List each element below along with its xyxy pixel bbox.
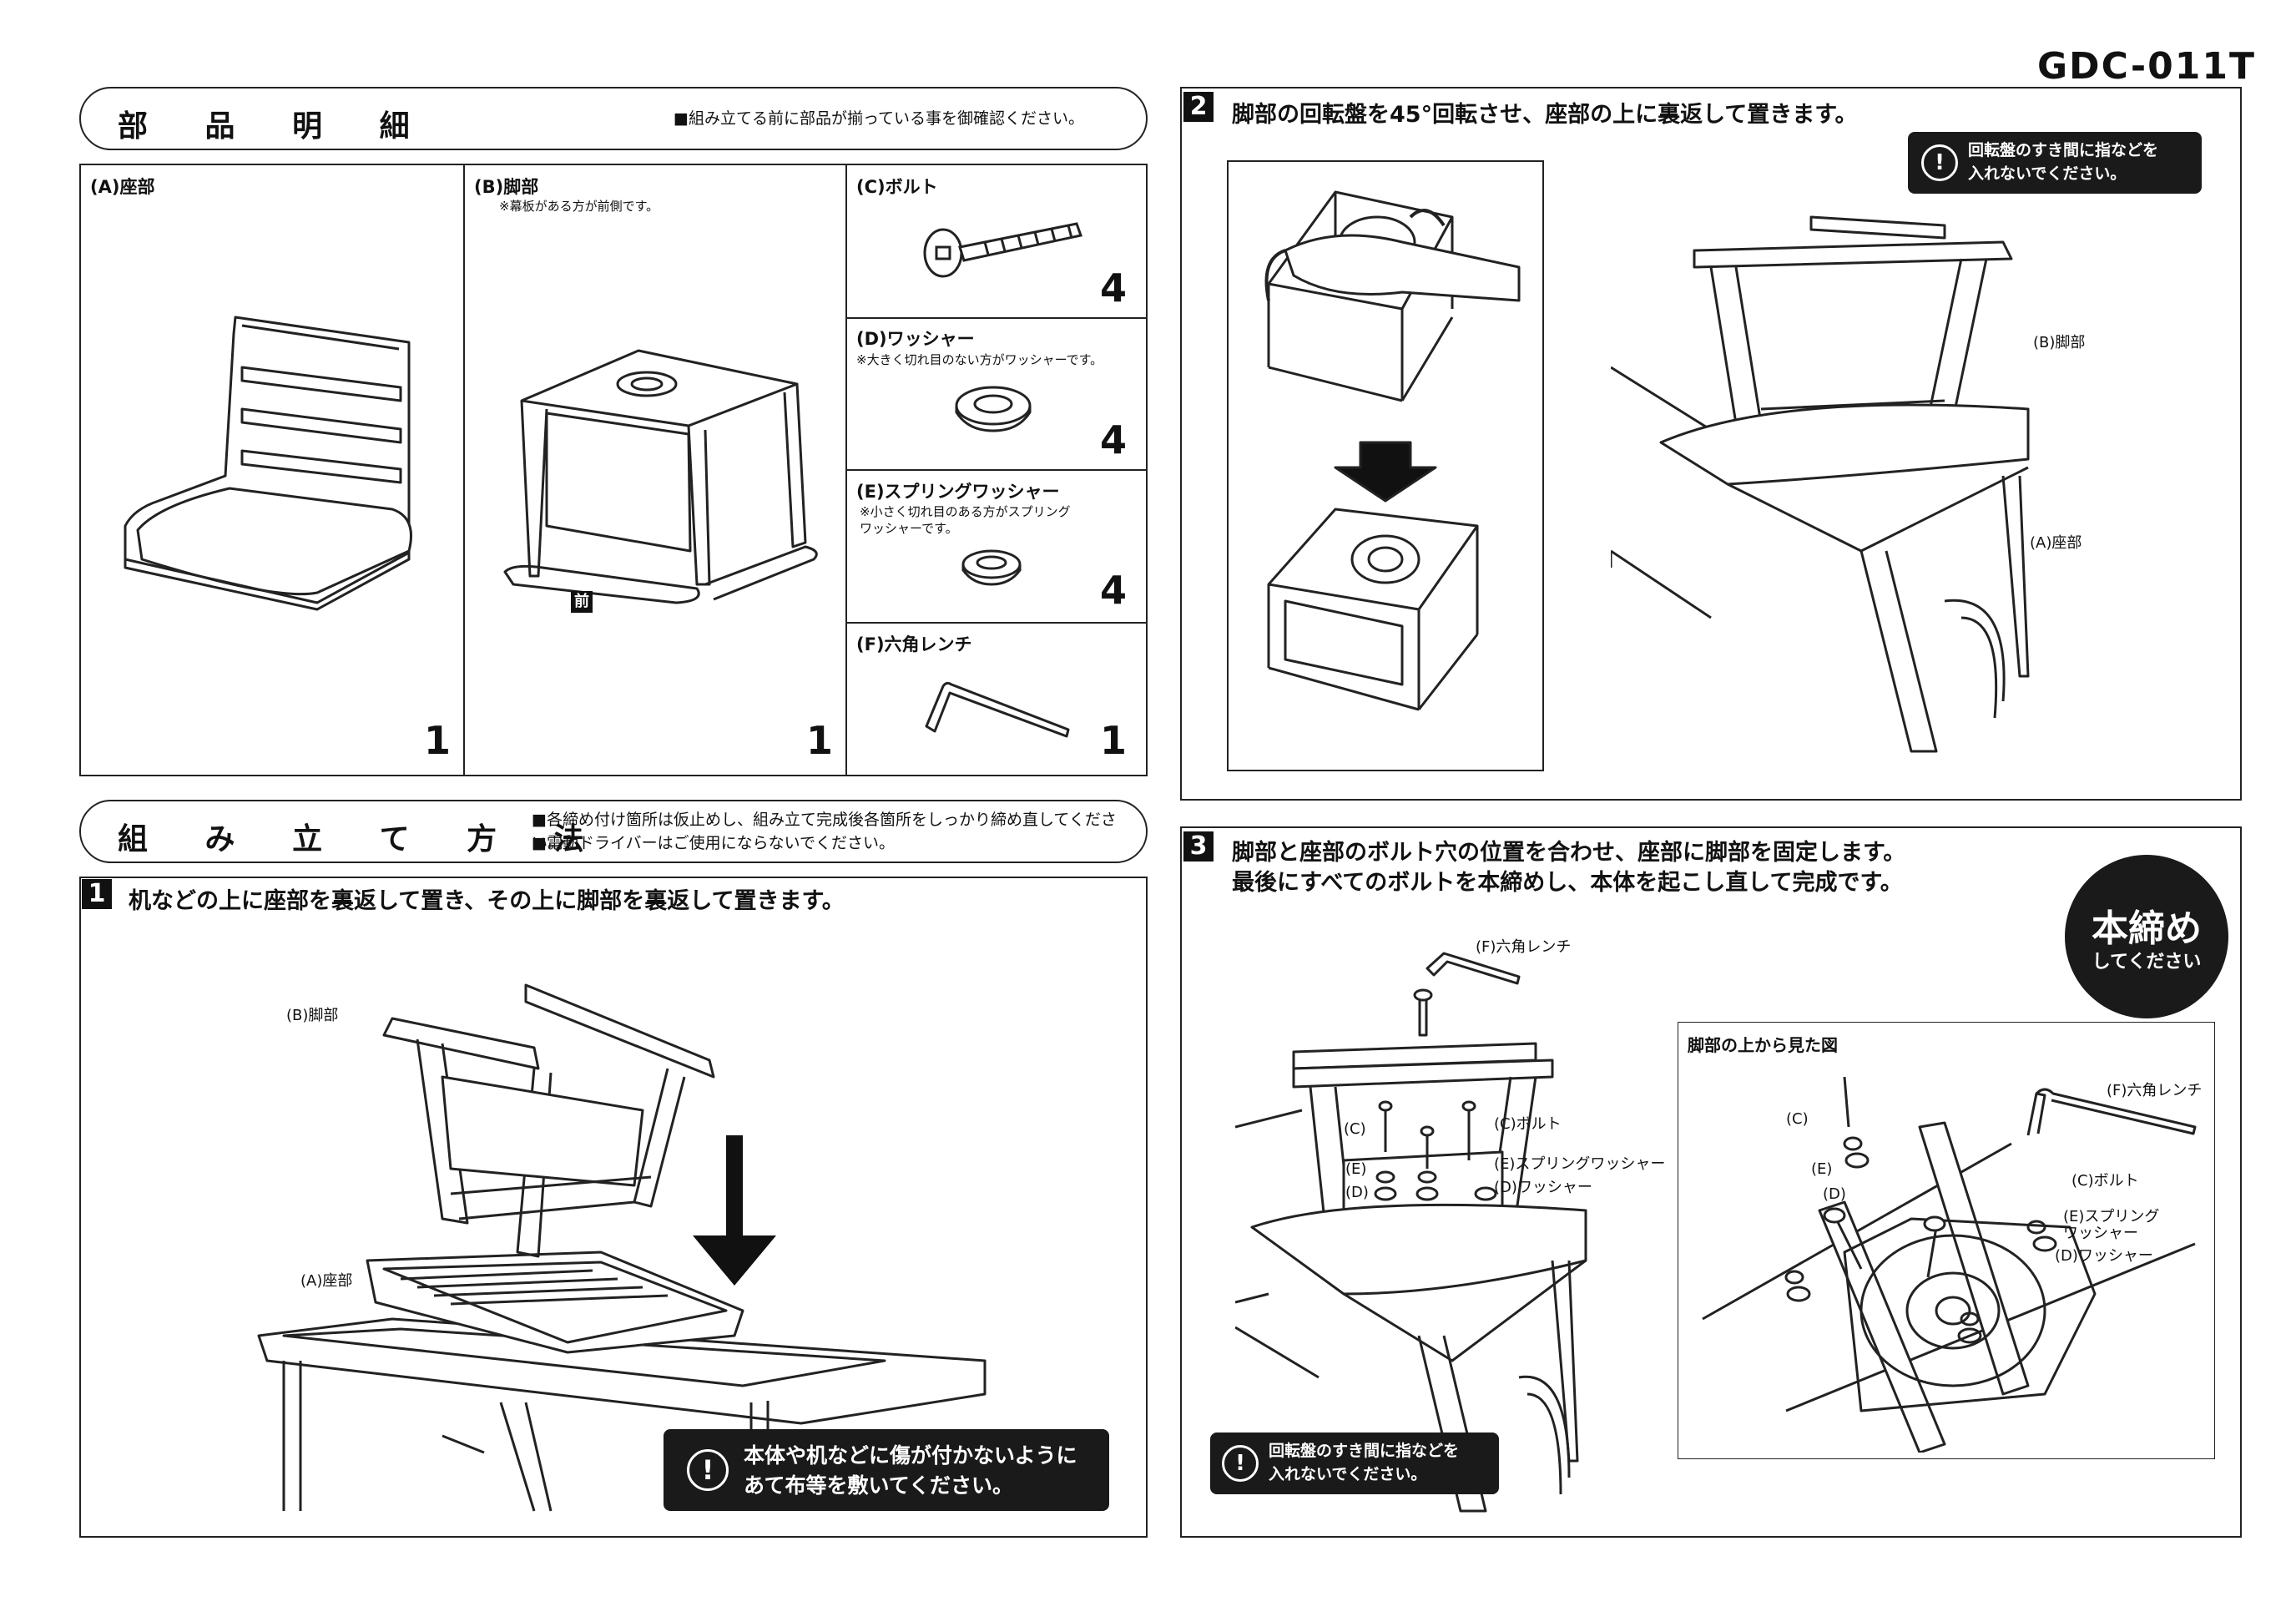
part-f-label: (F)六角レンチ — [856, 634, 972, 654]
step2-warning: ! 回転盤のすき間に指などを 入れないでください。 — [1908, 132, 2202, 194]
step3-inset-spring-label: (E)スプリング ワッシャー — [2063, 1208, 2160, 1242]
assembly-title: 組 み 立 て 方 法 — [118, 822, 608, 856]
step2-warning-text: 回転盤のすき間に指などを 入れないでください。 — [1968, 141, 2159, 183]
bolt-illustration — [923, 222, 1082, 278]
step3-d-label: (D) — [1345, 1184, 1369, 1201]
step1-number: 1 — [82, 879, 112, 909]
step3-inset-bolt-label: (C)ボルト — [2071, 1172, 2139, 1190]
step3-warning: ! 回転盤のすき間に指などを 入れないでください。 — [1210, 1433, 1499, 1494]
warning-icon: ! — [1921, 144, 1958, 181]
step3-text-2: 最後にすべてのボルトを本締めし、本体を起こし直して完成です。 — [1232, 870, 1903, 896]
part-c-label: (C)ボルト — [856, 177, 938, 197]
part-a-qty: 1 — [424, 718, 452, 763]
step3-e-label: (E) — [1345, 1160, 1367, 1178]
part-e-qty: 4 — [1100, 568, 1128, 613]
tighten-badge: 本締め してください — [2065, 855, 2228, 1018]
step2-chair-illustration — [1611, 215, 2030, 753]
step2-seat-label: (A)座部 — [2030, 534, 2082, 552]
step3-inset-washer-label: (D)ワッシャー — [2055, 1247, 2153, 1265]
step1-warning-text: 本体や机などに傷が付かないように あて布等を敷いてください。 — [744, 1443, 1077, 1498]
step2-leg-label: (B)脚部 — [2033, 334, 2086, 351]
step3-spring-label: (E)スプリングワッシャー — [1494, 1155, 1666, 1173]
divider — [463, 164, 465, 776]
assembly-note-2: ■電動ドライバーはご使用にならないでください。 — [532, 834, 896, 852]
parts-note: ■組み立てる前に部品が揃っている事を御確認ください。 — [674, 109, 1085, 128]
step3-inset-illustration — [1702, 1077, 2197, 1453]
step3-panel — [1180, 826, 2242, 1538]
tighten-badge-sub: してください — [2092, 952, 2202, 973]
part-b-note: ※幕板がある方が前側です。 — [499, 199, 659, 214]
part-b-label: (B)脚部 — [474, 177, 539, 197]
step3-inset-e-label: (E) — [1811, 1160, 1833, 1178]
part-c-qty: 4 — [1100, 265, 1128, 311]
leg-illustration — [503, 349, 818, 604]
divider — [845, 622, 1148, 624]
step1-seat-label: (A)座部 — [300, 1272, 353, 1290]
step2-rotation-illustration — [1264, 190, 1521, 711]
step1-warning: ! 本体や机などに傷が付かないように あて布等を敷いてください。 — [664, 1429, 1109, 1511]
assembly-note-1: ■各締め付け箇所は仮止めし、組み立て完成後各箇所をしっかり締め直してください。 — [532, 811, 1117, 852]
step3-inset-wrench-label: (F)六角レンチ — [2107, 1082, 2203, 1099]
part-e-label: (E)スプリングワッシャー — [856, 482, 1060, 502]
step3-inset-d-label: (D) — [1823, 1185, 1846, 1203]
tighten-badge-main: 本締め — [2092, 907, 2202, 950]
parts-header: 部 品 明 細 ■組み立てる前に部品が揃っている事を御確認ください。 — [79, 87, 1148, 150]
front-mark: 前 — [571, 591, 593, 613]
divider — [845, 469, 1148, 471]
parts-title: 部 品 明 細 — [118, 109, 433, 144]
step2-number: 2 — [1183, 92, 1214, 122]
step1-leg-label: (B)脚部 — [286, 1007, 339, 1024]
spring-washer-illustration — [961, 549, 1022, 586]
seat-illustration — [124, 316, 412, 611]
part-d-label: (D)ワッシャー — [856, 329, 975, 349]
wrench-illustration — [925, 681, 1070, 738]
model-number: GDC-011T — [2036, 45, 2256, 88]
step2-inset — [1227, 160, 1544, 771]
warning-icon: ! — [1222, 1445, 1259, 1482]
step3-wrench-label: (F)六角レンチ — [1476, 938, 1572, 956]
step3-chair-illustration — [1235, 952, 1587, 1513]
step3-warning-text: 回転盤のすき間に指などを 入れないでください。 — [1269, 1442, 1460, 1483]
step3-washer-label: (D)ワッシャー — [1494, 1179, 1592, 1196]
step3-inset-title: 脚部の上から見た図 — [1688, 1035, 1838, 1055]
step2-text: 脚部の回転盤を45°回転させ、座部の上に裏返して置きます。 — [1232, 102, 1858, 128]
step1-panel — [79, 877, 1148, 1538]
assembly-header: 組 み 立 て 方 法 ■各締め付け箇所は仮止めし、組み立て完成後各箇所をしっか… — [79, 800, 1148, 863]
step3-text-1: 脚部と座部のボルト穴の位置を合わせ、座部に脚部を固定します。 — [1232, 840, 1906, 866]
step3-number: 3 — [1183, 831, 1214, 862]
step1-illustration — [257, 983, 987, 1512]
step3-bolt-label: (C)ボルト — [1494, 1115, 1562, 1133]
step2-panel — [1180, 87, 2242, 801]
part-f-qty: 1 — [1100, 718, 1128, 763]
step3-inset — [1678, 1022, 2215, 1459]
part-d-note: ※大きく切れ目のない方がワッシャーです。 — [856, 352, 1103, 367]
step3-inset-c-label: (C) — [1786, 1110, 1809, 1128]
part-b-qty: 1 — [806, 718, 834, 763]
step1-text: 机などの上に座部を裏返して置き、その上に脚部を裏返して置きます。 — [129, 888, 845, 914]
warning-icon: ! — [687, 1449, 729, 1491]
washer-illustration — [955, 386, 1032, 432]
part-d-qty: 4 — [1100, 417, 1128, 462]
part-a-label: (A)座部 — [90, 177, 155, 197]
part-e-note: ※小さく切れ目のある方がスプリング ワッシャーです。 — [860, 504, 1071, 536]
step3-c-label: (C) — [1344, 1120, 1366, 1138]
divider — [845, 317, 1148, 319]
